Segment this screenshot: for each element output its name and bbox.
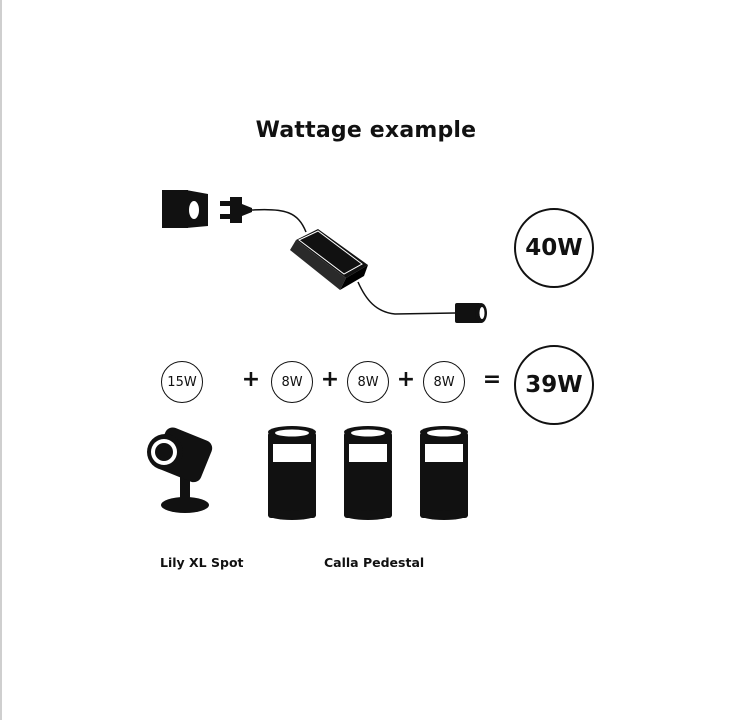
pedestal-caption: Calla Pedestal [324, 555, 425, 570]
pedestal-3-wattage-badge: 8W [423, 361, 465, 403]
pedestal-light-1 [268, 426, 316, 520]
output-connector-icon [455, 303, 487, 323]
pedestal-2-wattage-badge: 8W [347, 361, 389, 403]
pedestal-light-2 [344, 426, 392, 520]
plus-sign: + [396, 367, 416, 392]
wall-socket-icon [162, 190, 208, 228]
adapter-brick-icon [290, 229, 368, 290]
total-wattage-badge: 39W [514, 345, 594, 425]
page-left-border [0, 0, 2, 720]
pedestal-1-wattage-badge: 8W [271, 361, 313, 403]
plus-sign: + [320, 367, 340, 392]
plus-sign: + [241, 367, 261, 392]
equals-sign: = [482, 367, 502, 392]
adapter-wattage-badge: 40W [514, 208, 594, 288]
spot-caption: Lily XL Spot [160, 555, 244, 570]
spot-wattage-badge: 15W [161, 361, 203, 403]
plug-icon [220, 197, 252, 223]
pedestal-light-3 [420, 426, 468, 520]
page-title: Wattage example [255, 118, 477, 143]
